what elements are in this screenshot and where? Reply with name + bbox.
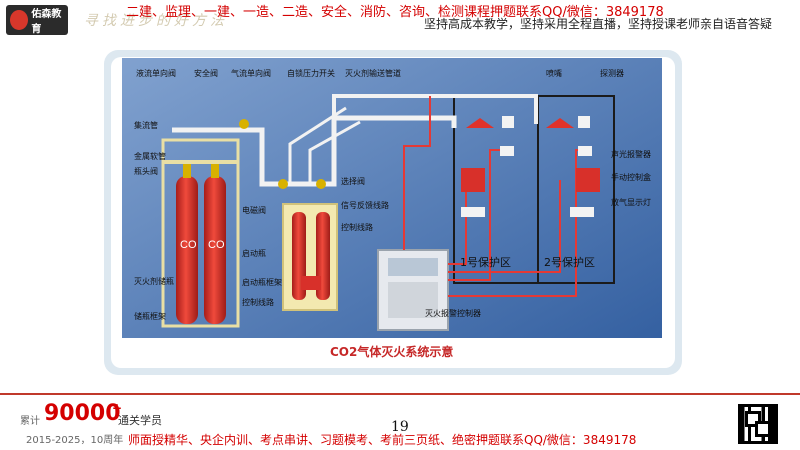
controller-keypad — [388, 282, 438, 318]
sound-light-alarm-2-icon — [578, 146, 592, 156]
manual-control-box-2-icon — [576, 168, 600, 192]
bottle-valve-1 — [183, 164, 191, 178]
signal-wire-zone1 — [448, 149, 500, 281]
label-storage-rack: 储瓶框架 — [134, 311, 166, 321]
controller-screen — [388, 258, 438, 276]
label-agent-cylinder: 灭火剂储瓶 — [134, 276, 174, 286]
label-manual-control-box: 手动控制盒 — [611, 172, 651, 182]
label-detector: 探测器 — [600, 68, 624, 78]
control-wire — [403, 96, 431, 250]
release-lamp-2-icon — [570, 207, 594, 217]
label-metal-hose: 金属软管 — [134, 151, 166, 161]
pilot-pipe — [288, 106, 347, 184]
manual-control-box-1-icon — [461, 168, 485, 192]
footer-promo-text: 师面授精华、央企内训、考点串讲、习题模考、考前三页纸、绝密押题联系QQ/微信：3… — [128, 433, 637, 447]
pilot-pipe-2 — [308, 120, 361, 184]
cylinder-1-mark: CO — [180, 239, 197, 251]
agent-delivery-pipe — [172, 115, 457, 187]
detector-1-icon — [502, 116, 514, 128]
cumulative-count: 90000 — [44, 401, 121, 426]
agent-cylinder-1 — [176, 176, 198, 324]
cumulative-plus: + — [112, 401, 123, 415]
label-manifold: 集流管 — [134, 120, 158, 130]
page-number: 19 — [391, 419, 409, 435]
cumulative-suffix: 通关学员 — [118, 414, 162, 427]
label-agent-pipe: 灭火剂输送管道 — [345, 68, 401, 78]
label-nozzle: 喷嘴 — [546, 68, 562, 78]
label-solenoid-valve: 电磁阀 — [242, 205, 266, 215]
anniversary-years: 2015-2025，10周年 — [26, 435, 124, 446]
label-liquid-check-valve: 液流单向阀 — [136, 68, 176, 78]
release-lamp-1-icon — [461, 207, 485, 217]
nozzle-1-icon — [466, 118, 494, 128]
selector-valve-2-icon — [316, 179, 326, 189]
label-zone-2: 2号保护区 — [544, 255, 595, 269]
label-bottle-valve: 瓶头阀 — [134, 166, 158, 176]
header-teaching-slogan: 坚持高成本教学，坚持采用全程直播，坚持授课老师亲自语音答疑 — [424, 17, 773, 31]
label-gas-check-valve: 气流单向阀 — [231, 68, 271, 78]
label-release-lamp: 放气显示灯 — [611, 197, 651, 207]
label-start-rack: 启动瓶框架 — [242, 277, 282, 287]
bottle-valve-2 — [211, 164, 219, 178]
sound-light-alarm-1-icon — [500, 146, 514, 156]
cumulative-label: 累计 — [20, 416, 40, 427]
start-rack-label-plate — [301, 276, 321, 290]
handwritten-slogan: 寻找进步的好方法 — [84, 13, 228, 29]
storage-rack-bar — [163, 160, 238, 164]
logo-mark-icon — [10, 10, 29, 30]
safety-valve-icon — [239, 119, 249, 129]
label-safety-valve: 安全阀 — [194, 68, 218, 78]
nozzle-2-icon — [546, 118, 574, 128]
label-signal-feedback: 信号反馈线路 — [341, 200, 389, 210]
diagram-title: CO2气体灭火系统示意 — [330, 344, 453, 359]
label-start-cylinder: 启动瓶 — [242, 248, 266, 258]
agent-branch-pipe — [332, 94, 538, 124]
logo: 佑森教育 — [6, 5, 68, 35]
label-control-line-1: 控制线路 — [341, 222, 373, 232]
agent-cylinder-2 — [204, 176, 226, 324]
detector-2-icon — [578, 116, 590, 128]
selector-valve-1-icon — [278, 179, 288, 189]
qr-code-icon[interactable] — [738, 404, 778, 444]
label-selector-valve: 选择阀 — [341, 176, 365, 186]
signal-wire-zone2-b — [448, 180, 561, 273]
header-promo-text: 二建、监理、一建、一造、二造、安全、消防、咨询、检测课程押题联系QQ/微信：38… — [126, 5, 664, 20]
caption-bar — [122, 338, 662, 364]
label-sound-light-alarm: 声光报警器 — [611, 149, 651, 159]
storage-rack-frame — [161, 138, 240, 328]
label-pressure-switch: 自锁压力开关 — [287, 68, 335, 78]
logo-text: 佑森教育 — [31, 9, 62, 35]
label-alarm-controller: 灭火报警控制器 — [425, 308, 481, 318]
footer-divider — [0, 393, 800, 395]
label-zone-1: 1号保护区 — [460, 255, 511, 269]
label-control-line-2: 控制线路 — [242, 297, 274, 307]
cylinder-2-mark: CO — [208, 239, 225, 251]
